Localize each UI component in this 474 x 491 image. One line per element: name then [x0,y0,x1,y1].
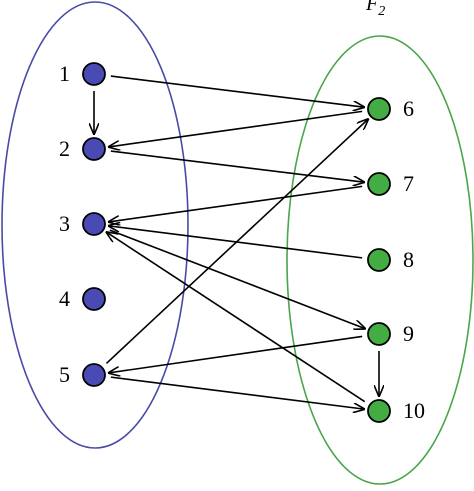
node-4-label: 4 [59,286,70,311]
edge-10-to-3 [107,232,366,403]
node-4: 4 [59,286,106,311]
edge-6-to-2 [109,110,363,147]
node-4-circle [82,287,106,311]
right-set-ellipse [286,35,474,485]
edge-5-to-6 [105,119,368,364]
node-10: 10 [367,398,425,423]
node-5: 5 [59,362,106,387]
node-7-circle [367,172,391,196]
edge-5-to-10 [110,376,364,409]
node-9: 9 [367,321,414,346]
node-8: 8 [367,247,414,272]
edge-3-to-9 [109,229,365,328]
edges [94,75,379,409]
node-10-circle [367,399,391,423]
node-9-label: 9 [403,321,414,346]
node-8-label: 8 [403,247,414,272]
right-set-label: F2 [365,0,385,19]
edge-2-to-7 [110,150,364,182]
node-10-label: 10 [403,398,425,423]
node-3-label: 3 [59,211,70,236]
node-1-circle [82,62,106,86]
node-7-label: 7 [403,171,414,196]
node-7: 7 [367,171,414,196]
edge-7-to-3 [109,185,363,222]
node-1-label: 1 [59,61,70,86]
left-set-ellipse [1,1,189,449]
node-2-label: 2 [59,136,70,161]
node-6-circle [367,97,391,121]
node-8-circle [367,248,391,272]
node-5-label: 5 [59,362,70,387]
edge-9-to-5 [109,335,363,372]
node-2-circle [82,137,106,161]
node-6-label: 6 [403,96,414,121]
node-5-circle [82,363,106,387]
edge-1-to-6 [110,75,364,107]
node-1: 1 [59,61,106,86]
node-3: 3 [59,211,106,236]
node-6: 6 [367,96,414,121]
node-9-circle [367,322,391,346]
nodes: 1 2 3 4 5 6 7 8 9 10 [59,61,425,423]
node-2: 2 [59,136,106,161]
node-3-circle [82,212,106,236]
